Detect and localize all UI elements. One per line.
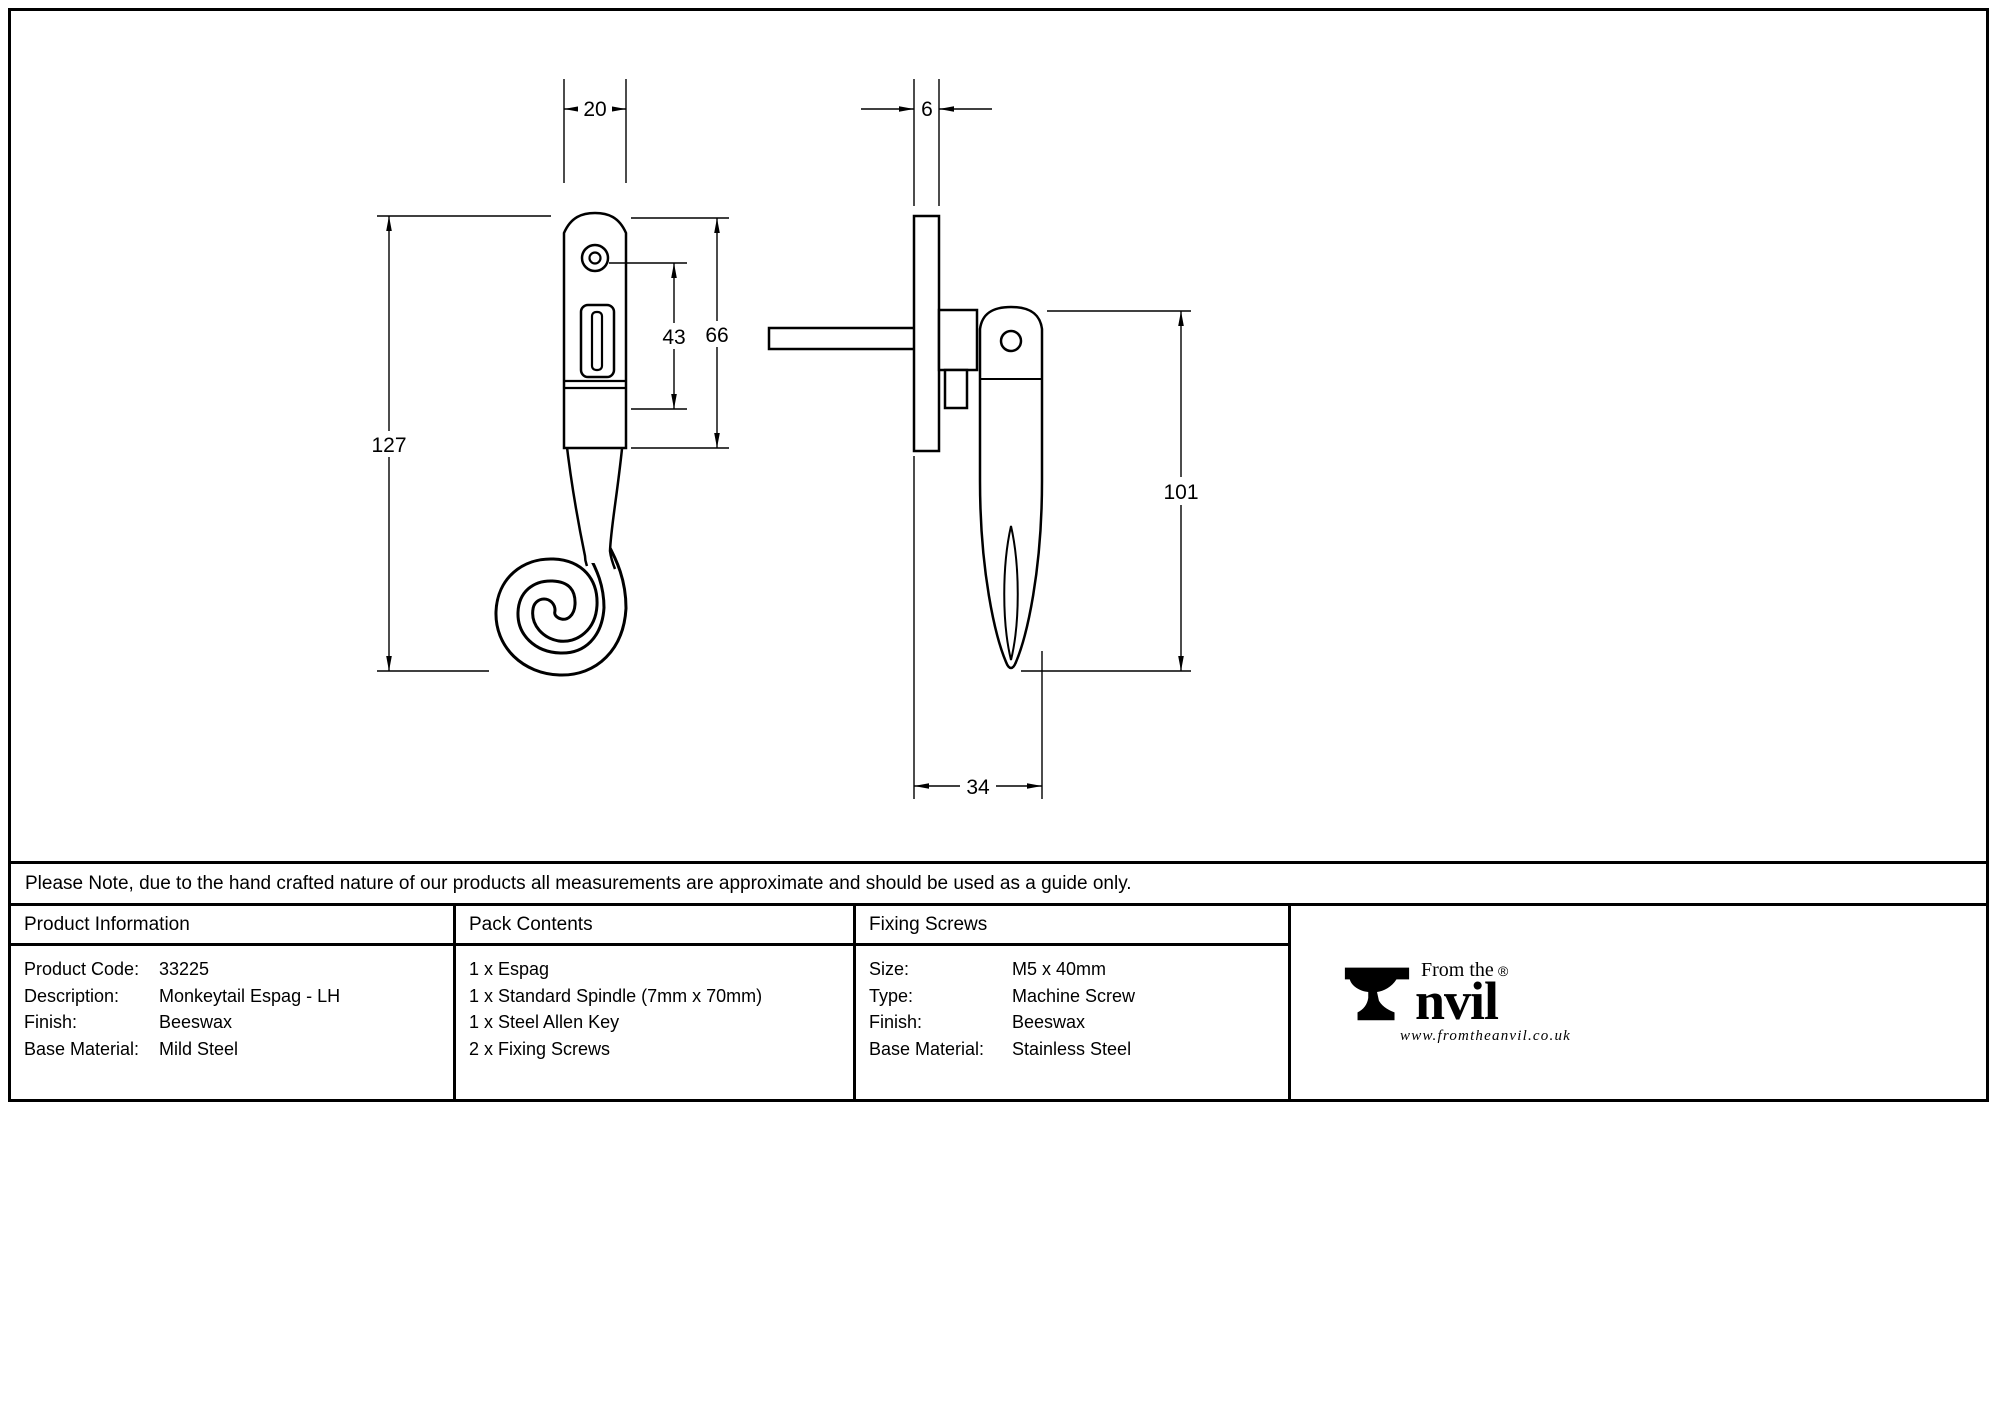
table-row: Size: M5 x 40mm (869, 956, 1275, 983)
field-label: Description: (24, 985, 120, 1006)
fixing-screws-header: Fixing Screws (856, 906, 1288, 946)
fixing-screws-column: Fixing Screws Size: M5 x 40mm Type: Mach… (856, 906, 1291, 1099)
dim-side-thickness: 6 (921, 98, 933, 121)
table-row: Description: Monkeytail Espag - LH (24, 983, 440, 1010)
spec-sheet: 20 127 43 66 6 101 34 Please Note, due t… (8, 8, 1989, 1102)
front-view (494, 211, 628, 677)
dimension-labels: 20 127 43 66 6 101 34 (366, 97, 1205, 799)
grip-facet (1003, 525, 1019, 661)
anvil-logo: From the nvil ® www.fromtheanvil.co.uk (1341, 958, 1571, 1045)
pack-item: 1 x Standard Spindle (7mm x 70mm) (469, 985, 763, 1006)
field-value: M5 x 40mm (1012, 959, 1107, 979)
field-label: Type: (869, 985, 914, 1006)
field-value: Mild Steel (159, 1038, 239, 1059)
table-row: Base Material: Stainless Steel (869, 1036, 1275, 1063)
field-label: Base Material: (24, 1038, 140, 1059)
field-label: Base Material: (869, 1038, 985, 1059)
pack-item: 2 x Fixing Screws (469, 1038, 611, 1059)
pack-contents-header: Pack Contents (456, 906, 853, 946)
field-value: Beeswax (1012, 1012, 1086, 1032)
dim-front-width: 20 (583, 98, 606, 121)
registered-mark: ® (1498, 962, 1509, 979)
pack-item: 1 x Espag (469, 959, 550, 979)
dim-front-overall: 127 (371, 434, 406, 457)
espag-slot (590, 310, 604, 372)
monkeytail-spiral-core (497, 537, 625, 674)
table-row: Finish: Beeswax (24, 1009, 440, 1036)
neck-left-edge (564, 438, 589, 567)
technical-drawing: 20 127 43 66 6 101 34 (366, 79, 1205, 799)
dim-side-depth: 34 (966, 776, 990, 799)
product-table: Product Information Product Code: 33225 … (11, 906, 1986, 1099)
pack-item: 1 x Steel Allen Key (469, 1012, 620, 1032)
screw-hole-inner (588, 251, 602, 265)
neck-right-edge (608, 438, 625, 570)
drawing-area: 20 127 43 66 6 101 34 (11, 11, 1986, 861)
side-plate (912, 214, 941, 453)
dim-side-handle: 101 (1163, 481, 1198, 504)
field-label: Size: (869, 959, 910, 979)
logo-from-the: From the (1421, 958, 1494, 981)
pack-contents-column: Pack Contents 1 x Espag 1 x Standard Spi… (456, 906, 856, 1099)
field-value: Stainless Steel (1012, 1038, 1132, 1059)
field-label: Product Code: (24, 959, 140, 979)
field-label: Finish: (869, 1012, 923, 1032)
espag-housing (937, 308, 979, 372)
side-grip (978, 305, 1044, 670)
product-information-header: Product Information (11, 906, 453, 946)
field-value: Monkeytail Espag - LH (159, 985, 341, 1006)
anvil-icon (1344, 967, 1410, 1020)
approximation-note: Please Note, due to the hand crafted nat… (11, 861, 1986, 906)
side-view (767, 214, 1044, 670)
product-information-column: Product Information Product Code: 33225 … (11, 906, 456, 1099)
note-text: Please Note, due to the hand crafted nat… (25, 872, 1132, 894)
dim-front-slot: 43 (662, 326, 685, 349)
dim-front-plate: 66 (705, 324, 728, 347)
field-label: Finish: (24, 1012, 78, 1032)
espag-pin (943, 368, 969, 410)
dimension-lines (377, 79, 1191, 799)
field-value: Machine Screw (1012, 985, 1136, 1006)
table-row: Product Code: 33225 (24, 956, 440, 983)
logo-anvil-text: nvil (1415, 970, 1499, 1031)
logo-url: www.fromtheanvil.co.uk (1400, 1027, 1571, 1044)
table-row: Type: Machine Screw (869, 983, 1275, 1010)
field-value: Beeswax (159, 1012, 233, 1032)
table-row: Finish: Beeswax (869, 1009, 1275, 1036)
field-value: 33225 (159, 959, 210, 979)
pivot-hole (999, 329, 1023, 353)
brand-column: From the nvil ® www.fromtheanvil.co.uk (1291, 906, 1986, 1099)
table-row: Base Material: Mild Steel (24, 1036, 440, 1063)
spindle (767, 326, 917, 351)
